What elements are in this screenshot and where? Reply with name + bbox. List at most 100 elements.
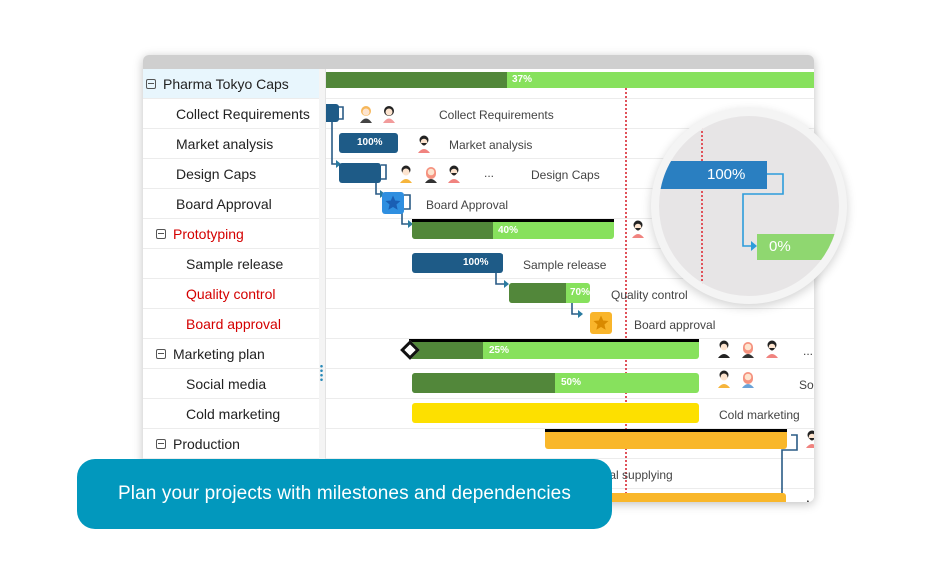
chart-row <box>326 399 814 429</box>
task-label: Board approval <box>634 318 716 332</box>
resize-handle-icon[interactable] <box>320 364 323 382</box>
task-label: Board Approval <box>426 198 509 212</box>
progress-label: 70% <box>570 287 590 298</box>
avatar-woman-red-hair-icon <box>742 342 754 358</box>
row-label: Quality control <box>186 285 276 302</box>
chart-row <box>326 159 814 189</box>
row-label: Design Caps <box>176 165 257 182</box>
grid-row-cold-marketing[interactable]: Cold marketing <box>143 399 319 429</box>
grid-row-social-media[interactable]: Social media <box>143 369 319 399</box>
progress-label: 100% <box>357 137 383 148</box>
collapse-icon[interactable] <box>156 348 166 359</box>
avatar-woman-red-hair-icon <box>425 167 437 183</box>
star-icon <box>593 315 609 330</box>
chart-row <box>326 339 814 369</box>
task-label: Collect Requirements <box>439 108 554 122</box>
task-bar-quality-control[interactable]: 70% <box>509 283 590 303</box>
avatar-woman-dark-hair-icon <box>383 106 395 123</box>
row-label: Marketing plan <box>173 345 265 362</box>
milestone-board-approval[interactable] <box>382 192 404 214</box>
grid-splitter[interactable] <box>319 69 326 502</box>
avatar-bearded-man-icon <box>418 135 430 153</box>
zoomed-task-bar: 100% <box>659 161 767 189</box>
progress-label: 100% <box>463 257 489 268</box>
task-bar-production-task[interactable] <box>545 493 786 502</box>
progress-label: 50% <box>561 377 582 388</box>
progress-label: 37% <box>512 74 533 85</box>
row-label: Production <box>173 435 240 452</box>
progress-label: 40% <box>498 225 519 236</box>
row-label: Cold marketing <box>186 405 281 422</box>
more-assignees[interactable]: ... <box>484 166 495 180</box>
avatar-bearded-man-icon <box>806 430 814 448</box>
summary-bracket <box>412 219 614 222</box>
zoomed-successor-bar: 0% <box>757 234 839 260</box>
star-icon <box>385 195 401 210</box>
grid-row-production[interactable]: Production <box>143 429 319 459</box>
row-label: Prototyping <box>173 225 244 242</box>
chart-row <box>326 129 814 159</box>
row-label: Sample release <box>186 255 284 272</box>
task-label: Market analysis <box>449 138 533 152</box>
window-titlebar <box>143 55 814 69</box>
today-marker-line <box>701 116 703 296</box>
milestone-board-approval-2[interactable] <box>590 312 612 334</box>
summary-bar-production[interactable] <box>545 432 787 449</box>
avatar-woman-orange-hair-icon <box>360 106 372 123</box>
progress-fill <box>412 222 493 239</box>
avatar-bearded-man-icon <box>632 220 644 238</box>
promo-banner: Plan your projects with milestones and d… <box>77 459 612 529</box>
row-label: Board Approval <box>176 195 272 212</box>
chart-row <box>326 249 814 279</box>
grid-row-pharma-tokyo-caps[interactable]: Pharma Tokyo Caps <box>143 69 319 99</box>
chart-row <box>326 309 814 339</box>
row-label: Market analysis <box>176 135 274 152</box>
task-label: Cold marketing <box>719 408 800 422</box>
chart-row <box>326 219 814 249</box>
avatar-bearded-man-icon <box>766 340 778 358</box>
task-bar-social-media[interactable]: 50% <box>412 373 699 393</box>
grid-row-market-analysis[interactable]: Market analysis <box>143 129 319 159</box>
zoomed-progress-label: 100% <box>707 166 746 183</box>
chart-row <box>326 429 814 459</box>
task-label: Quality control <box>611 288 688 302</box>
grid-row-board-approval[interactable]: Board Approval <box>143 189 319 219</box>
avatar-man-yellow-shirt-icon <box>400 165 412 183</box>
more-assignees[interactable]: ... <box>803 344 814 358</box>
progress-fill <box>412 373 555 393</box>
chart-row <box>326 369 814 399</box>
task-label: Sample release <box>523 258 607 272</box>
magnifier-callout: 100% 0% <box>651 108 847 304</box>
task-bar-market-analysis[interactable]: 100% <box>339 133 398 153</box>
avatar-bearded-man-icon <box>448 165 460 183</box>
grid-row-board-approval-2[interactable]: Board approval <box>143 309 319 339</box>
task-bar-sample-release[interactable]: 100% <box>412 253 503 273</box>
grid-row-collect-requirements[interactable]: Collect Requirements <box>143 99 319 129</box>
task-bar-design-caps[interactable] <box>339 163 381 183</box>
grid-row-prototyping[interactable]: Prototyping <box>143 219 319 249</box>
grid-row-marketing-plan[interactable]: Marketing plan <box>143 339 319 369</box>
chart-row <box>326 189 814 219</box>
progress-fill <box>509 283 566 303</box>
grid-row-design-caps[interactable]: Design Caps <box>143 159 319 189</box>
collapse-icon[interactable] <box>146 78 156 89</box>
progress-fill <box>326 72 507 88</box>
grid-row-sample-release[interactable]: Sample release <box>143 249 319 279</box>
progress-label: 25% <box>489 345 510 356</box>
summary-bar-marketing-plan[interactable]: 25% <box>409 342 699 359</box>
summary-bar-prototyping[interactable]: 40% <box>412 222 614 239</box>
chart-row <box>326 279 814 309</box>
row-label: Collect Requirements <box>176 105 310 122</box>
progress-fill <box>409 342 483 359</box>
task-bar-cold-marketing[interactable] <box>412 403 699 423</box>
zoomed-dependency-link <box>742 173 784 251</box>
task-label: M <box>806 498 814 502</box>
collapse-icon[interactable] <box>156 438 166 449</box>
magnifier-lens: 100% 0% <box>659 116 839 296</box>
summary-bar-pharma[interactable]: 37% <box>326 72 814 88</box>
collapse-icon[interactable] <box>156 228 166 239</box>
task-bar-collect-requirements[interactable] <box>326 104 339 122</box>
row-label: Social media <box>186 375 267 392</box>
grid-row-quality-control[interactable]: Quality control <box>143 279 319 309</box>
task-label: Design Caps <box>531 168 600 182</box>
